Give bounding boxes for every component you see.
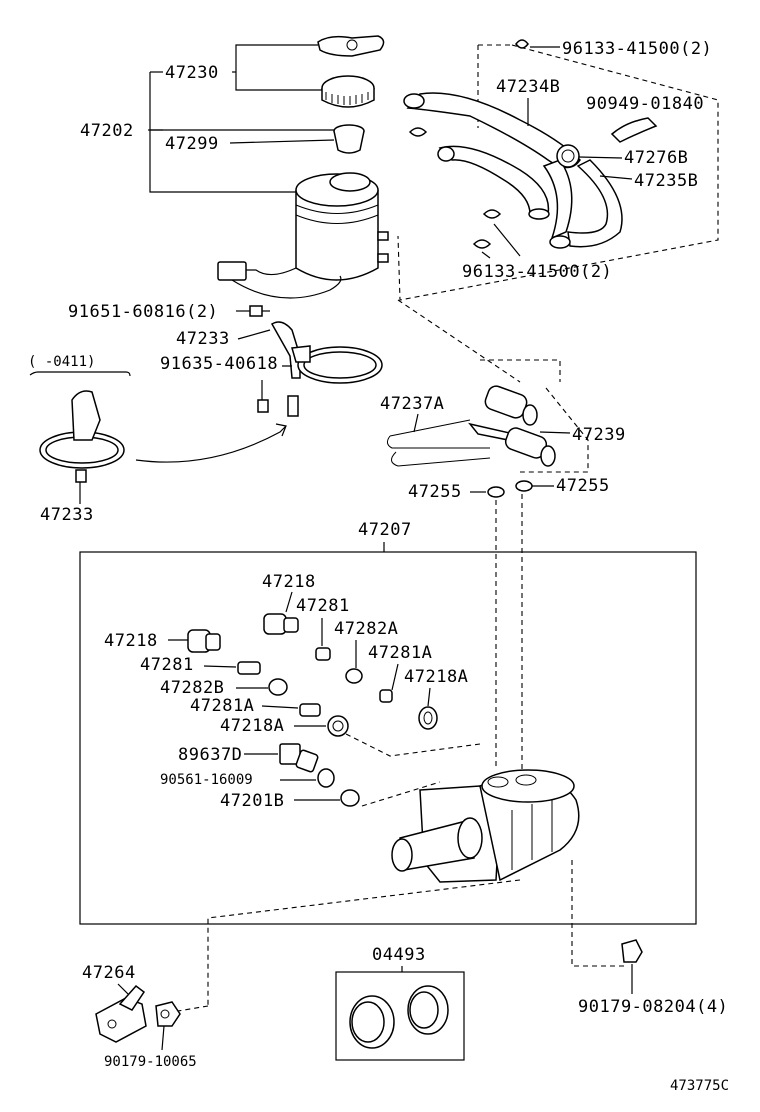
hose-group-outline	[397, 44, 719, 301]
leader-47230	[235, 44, 322, 91]
bolt-47281-top	[315, 647, 331, 661]
bracket-scope	[29, 371, 131, 377]
label-47299: 47299	[165, 134, 219, 154]
union-47276b	[556, 144, 580, 168]
label-47207: 47207	[358, 520, 412, 540]
bolt-47281a-right	[379, 689, 393, 703]
label-47218-top: 47218	[262, 572, 316, 592]
label-90561: 90561-16009	[160, 772, 253, 788]
bracket-90949	[610, 117, 658, 143]
seal-47282a	[345, 668, 363, 684]
screw-91651	[249, 305, 270, 317]
label-47264: 47264	[82, 963, 136, 983]
clevis-47264	[95, 984, 147, 1043]
reservoir-tank	[217, 172, 389, 299]
label-47233-main: 47233	[176, 329, 230, 349]
label-47234b: 47234B	[496, 77, 560, 97]
label-47281-left: 47281	[140, 655, 194, 675]
label-47218a-right: 47218A	[404, 667, 468, 687]
seal-47255-left	[487, 486, 505, 498]
label-47281-top: 47281	[296, 596, 350, 616]
kit-04493-box	[335, 971, 465, 1061]
arrow-replace	[135, 425, 287, 463]
label-89637d: 89637D	[178, 745, 242, 765]
plug-47218-left	[187, 629, 221, 653]
seal-47255-right	[515, 480, 533, 492]
figure-code: 473775C	[670, 1078, 729, 1094]
reservoir-strainer	[333, 124, 365, 154]
seal-47218a-right	[418, 706, 438, 730]
nut-90179-right	[621, 939, 643, 963]
label-47281a-left: 47281A	[190, 696, 254, 716]
valve-dash-outline	[397, 299, 589, 473]
label-91651: 91651-60816(2)	[68, 302, 218, 322]
seal-47218a-left	[327, 715, 349, 737]
label-47282a: 47282A	[334, 619, 398, 639]
label-90179-right: 90179-08204(4)	[578, 997, 728, 1017]
label-96133-mid: 96133-41500(2)	[462, 262, 612, 282]
label-90179-bottom: 90179-10065	[104, 1054, 197, 1070]
hose-47235b	[542, 159, 623, 249]
label-90949: 90949-01840	[586, 94, 704, 114]
label-91635: 91635-40618	[160, 354, 278, 374]
plug-47218-top	[263, 613, 299, 635]
label-47239: 47239	[572, 425, 626, 445]
bolt-47281-left	[237, 661, 261, 675]
leader-47202	[149, 72, 334, 193]
label-47255-right: 47255	[556, 476, 610, 496]
clip-47237a	[386, 419, 491, 467]
nut-90179-bottom	[155, 1001, 181, 1027]
label-96133-top: 96133-41500(2)	[562, 39, 712, 59]
master-cylinder-box	[79, 551, 697, 925]
label-47233-alt: 47233	[40, 505, 94, 525]
reservoir-cap-plate	[317, 35, 385, 57]
hose-clamp-top	[515, 39, 529, 49]
switch-89637d	[279, 743, 319, 773]
master-cylinder-body	[391, 769, 580, 883]
label-47218-left: 47218	[104, 631, 158, 651]
label-47281a-right: 47281A	[368, 643, 432, 663]
hose-47234b	[403, 92, 581, 220]
hose-clamp-small	[408, 127, 502, 249]
label-47255-left: 47255	[408, 482, 462, 502]
bracket-47233-alt	[39, 390, 125, 483]
label-47235b: 47235B	[634, 171, 698, 191]
oring-47201b	[340, 789, 360, 807]
label-47276b: 47276B	[624, 148, 688, 168]
reservoir-cap	[321, 75, 375, 108]
bottom-dash-lines	[207, 860, 624, 1006]
label-47202: 47202	[80, 121, 134, 141]
screw-91635	[257, 399, 269, 413]
label-47282b: 47282B	[160, 678, 224, 698]
install-dash-lines	[345, 733, 481, 807]
seal-47282b	[268, 678, 288, 696]
reservoir-bracket-47233	[270, 321, 383, 417]
label-04493: 04493	[372, 945, 426, 965]
label-47230: 47230	[165, 63, 219, 83]
bolt-47281a-left	[299, 703, 321, 717]
label-47218a-left: 47218A	[220, 716, 284, 736]
label-47201b: 47201B	[220, 791, 284, 811]
oring-90561	[317, 768, 335, 788]
valve-47239	[468, 385, 556, 467]
label-0411: ( -0411)	[28, 354, 95, 370]
label-47237a: 47237A	[380, 394, 444, 414]
cup-kit-04493	[349, 985, 449, 1049]
